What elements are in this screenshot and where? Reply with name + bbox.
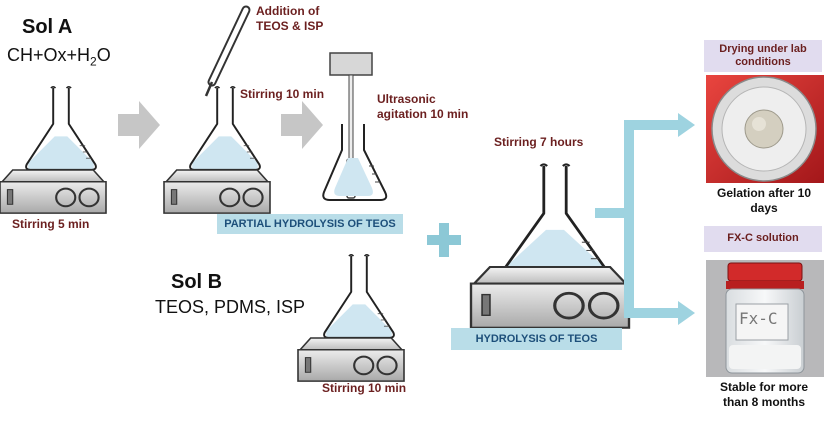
sol-a-stirrer bbox=[0, 168, 108, 215]
partial-hydrolysis-bar: PARTIAL HYDROLYSIS OF TEOS bbox=[217, 214, 403, 234]
sol-b-formula: TEOS, PDMS, ISP bbox=[155, 297, 306, 317]
split-flow-arrows bbox=[595, 113, 695, 325]
hydrolysis-bar: HYDROLYSIS OF TEOS bbox=[451, 328, 622, 350]
drying-line2: conditions bbox=[735, 56, 791, 68]
plus-icon bbox=[427, 223, 461, 257]
sol-b-stirrer bbox=[296, 336, 406, 383]
main-flask bbox=[503, 163, 607, 276]
ultrasonic-label-line2: agitation 10 min bbox=[377, 107, 469, 121]
stirring-7h-label: Stirring 7 hours bbox=[494, 135, 584, 149]
stirring-10-bottom-label: Stirring 10 min bbox=[322, 381, 407, 395]
drying-box: Drying under lab conditions bbox=[704, 40, 822, 72]
pipette-icon bbox=[204, 5, 251, 97]
sol-a-title: Sol A bbox=[22, 16, 73, 38]
main-stirrer bbox=[469, 265, 631, 330]
sol-a-flask bbox=[25, 85, 97, 171]
sol-b-title: Sol B bbox=[171, 271, 223, 293]
ultrasonic-label-line1: Ultrasonic bbox=[377, 92, 436, 106]
jar-label-text: Fx-C bbox=[739, 309, 778, 328]
stirring-10-top-label: Stirring 10 min bbox=[240, 87, 325, 101]
drying-line1: Drying under lab bbox=[719, 42, 807, 55]
gelation-caption: Gelation after 10 days bbox=[716, 186, 812, 215]
stirring-5-label: Stirring 5 min bbox=[12, 217, 90, 231]
petri-dish-photo bbox=[706, 75, 824, 183]
sol-b-flask bbox=[323, 253, 395, 339]
addition-stirrer bbox=[162, 168, 272, 215]
grey-arrow-2 bbox=[281, 101, 323, 149]
stable-caption: Stable for more than 8 months bbox=[719, 380, 809, 409]
sol-a-formula: CH+Ox+H2O bbox=[7, 45, 111, 69]
fxc-title-box: FX-C solution bbox=[704, 226, 822, 252]
addition-label-line2: TEOS & ISP bbox=[256, 19, 324, 33]
fxc-jar-photo bbox=[706, 260, 824, 377]
ultrasonic-flask bbox=[322, 124, 388, 201]
grey-arrow-1 bbox=[118, 101, 160, 149]
addition-label-line1: Addition of bbox=[256, 4, 320, 18]
